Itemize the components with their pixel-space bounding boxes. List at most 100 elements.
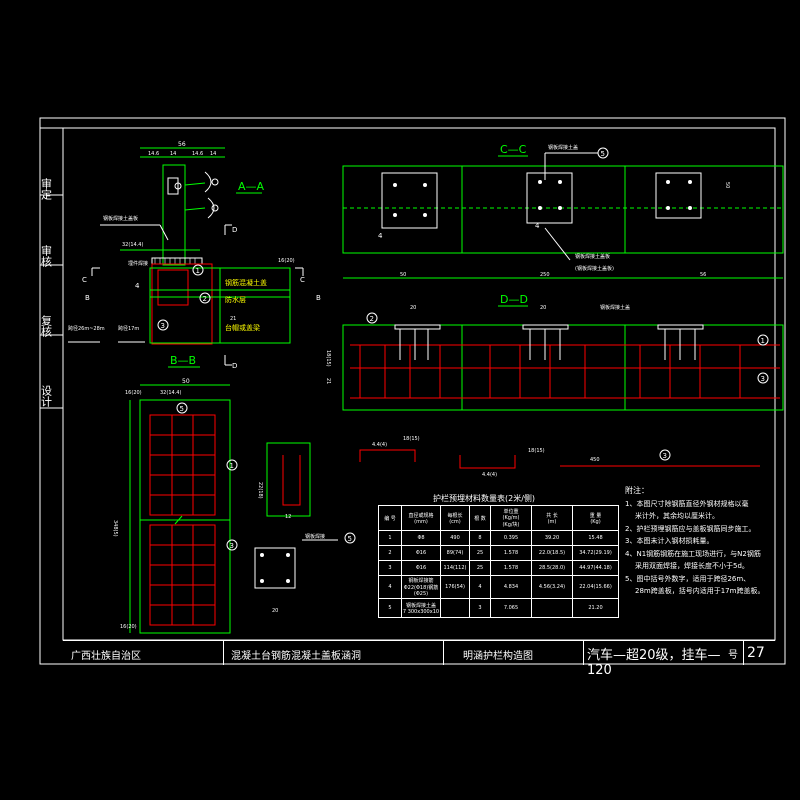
dd-callout-3: 3 — [761, 375, 765, 383]
bar3-label: 450 — [590, 457, 600, 463]
title-drawing: 明涵护栏构造图 — [463, 651, 533, 662]
title-load-suffix: 号 — [728, 650, 738, 661]
cc-dim-mid: 250 — [540, 272, 550, 278]
aa-dim-sub-1: 14.6 — [148, 151, 159, 157]
note-line: 28m跨盖板，括号内适用于17m跨盖板。 — [635, 587, 765, 595]
aa-label-cap: 台帽或盖梁 — [225, 323, 260, 332]
bar3-callout: 3 — [663, 452, 667, 460]
aa-dim-sub-2: 14 — [170, 151, 176, 157]
dd-dim-h1: 18(15) — [325, 350, 331, 367]
table-cell: Φ8 — [401, 530, 441, 546]
dd-callout-1: 1 — [761, 337, 765, 345]
table-cell: Φ16 — [401, 560, 441, 576]
table-cell: 89(74) — [440, 545, 470, 561]
cc-label-plate-3: (钢板焊接土盖板) — [575, 265, 614, 272]
section-bb: B—B 50 16(20) 32(14.4) 5 348(5) 1 3 16(2… — [112, 354, 238, 634]
table-cell: 22.04(15.66) — [572, 575, 619, 599]
mark-b-right: B — [316, 294, 321, 302]
table-cell: 22.0(18.5) — [531, 545, 573, 561]
aa-callout-2: 2 — [203, 295, 207, 303]
table-cell: 钢板焊接土盖 7 300x300x10 — [401, 598, 441, 618]
side-panel: 审定 审核 复核 设计 — [39, 127, 64, 409]
bar2-label: 4.4(4) — [482, 472, 497, 478]
table-cell: 3 — [469, 598, 491, 618]
dd-view-title: D—D — [500, 293, 528, 306]
stirrup-dim-h: 22(18) — [257, 482, 263, 499]
bb-dim-length: 348(5) — [112, 520, 118, 537]
notes: 附注： 1、本图尺寸除钢筋直径外钢材规格以毫米计外，其余均以厘米计。 2、护栏预埋… — [625, 485, 775, 598]
table-header-cell: 编 号 — [378, 505, 402, 531]
table-header-cell: 共 长 (m) — [531, 505, 573, 531]
note-line: 1、本图尺寸除钢筋直径外钢材规格以毫 — [625, 499, 749, 508]
cc-callout-4b: 4 — [535, 222, 540, 230]
aa-block-rebar — [151, 263, 213, 345]
aa-label-plate: 钢板焊接土盖板 — [103, 215, 138, 222]
bar1-label: 4.4(4) — [372, 442, 387, 448]
cc-dim-h: 50 — [724, 182, 730, 188]
table-cell: 3 — [378, 560, 402, 576]
dd-label-plate: 钢板焊接土盖 — [600, 304, 630, 311]
title-region: 广西壮族自治区 — [71, 651, 141, 662]
plate-label: 钢板焊接 — [305, 533, 325, 540]
bb-callout-5: 5 — [180, 405, 184, 413]
cc-view-title: C—C — [500, 143, 527, 156]
mark-d-bottom: D — [232, 362, 237, 370]
note-line: 采用双面焊接，焊接长度不小于5d。 — [635, 562, 749, 570]
table-cell: Φ16 — [401, 545, 441, 561]
table-cell: 2 — [378, 545, 402, 561]
cc-label-plate: 钢板焊接土盖 — [548, 144, 578, 151]
table-cell: 25 — [469, 545, 491, 561]
note-line: 米计外，其余均以厘米计。 — [635, 512, 719, 520]
table-cell: 34.72(29.19) — [572, 545, 619, 561]
table-header-cell: 直径或规格 (mm) — [401, 505, 441, 531]
table-header-cell: 重 量 (Kg) — [572, 505, 619, 531]
side-label-3: 复核 — [40, 314, 53, 338]
cc-callout-4: 4 — [378, 232, 383, 240]
table-cell: 8 — [469, 530, 491, 546]
section-aa: 56 14.6 14 14.6 14 A—A 钢筋混凝土盖 — [68, 141, 321, 370]
aa-dim-bottom: 21 — [230, 316, 236, 322]
table-cell: 1 — [378, 530, 402, 546]
bar1-dim: 18(15) — [403, 436, 420, 442]
mark-d-top: D — [232, 226, 237, 234]
aa-dim-sub-3: 14.6 — [192, 151, 203, 157]
cc-callout-5: 5 — [601, 150, 605, 158]
table-cell: 0.395 — [490, 530, 532, 546]
bb-dim-width: 50 — [182, 378, 190, 385]
table-cell: 114(112) — [440, 560, 470, 576]
table-cell: 490 — [440, 530, 470, 546]
aa-dim-width: 32(14.4) — [122, 242, 143, 248]
side-label-1: 审定 — [40, 177, 53, 201]
section-dd: D—D 20 20 钢板焊接土盖 1 — [325, 293, 784, 411]
table-cell: 7.065 — [490, 598, 532, 618]
cc-dim-left: 50 — [400, 272, 406, 278]
bar-shapes: 4.4(4) 18(15) 4.4(4) 18(15) 450 3 — [359, 436, 760, 478]
side-label-2: 审核 — [40, 244, 53, 268]
table-cell: 28.5(28.0) — [531, 560, 573, 576]
table-header-cell: 根 数 — [469, 505, 491, 531]
table-cell — [531, 598, 573, 618]
bb-callout-1: 1 — [230, 462, 234, 470]
bb-dim-left: 16(20) — [125, 390, 142, 396]
note-line: 5、图中括号外数字，适用于跨径26m、 — [625, 574, 751, 583]
table-cell: 4 — [469, 575, 491, 599]
table-cell: 5 — [378, 598, 402, 618]
table-cell: 25 — [469, 560, 491, 576]
table-cell — [440, 598, 470, 618]
dd-dim-b: 20 — [540, 305, 546, 311]
note-line: 2、护栏预埋钢筋应与盖板钢筋同步施工。 — [625, 524, 756, 533]
aa-dim-top: 56 — [178, 141, 186, 148]
notes-title: 附注： — [625, 486, 649, 495]
aa-callout-3: 3 — [161, 322, 165, 330]
table-title: 护栏预埋材料数量表(2米/侧) — [433, 494, 536, 503]
material-table-wrap: 护栏预埋材料数量表(2米/侧) 编 号直径或规格 (mm)每根长 (cm)根 数… — [378, 494, 619, 618]
table-cell: 4.834 — [490, 575, 532, 599]
table-cell: 44.97(44.18) — [572, 560, 619, 576]
note-line: 3、本图未计入钢材损耗量。 — [625, 537, 714, 545]
title-block: 广西壮族自治区 混凝土台钢筋混凝土盖板涵洞 明涵护栏构造图 汽车—超20级，挂车… — [63, 640, 775, 678]
bb-view-title: B—B — [170, 354, 196, 367]
cc-outline — [342, 165, 784, 254]
